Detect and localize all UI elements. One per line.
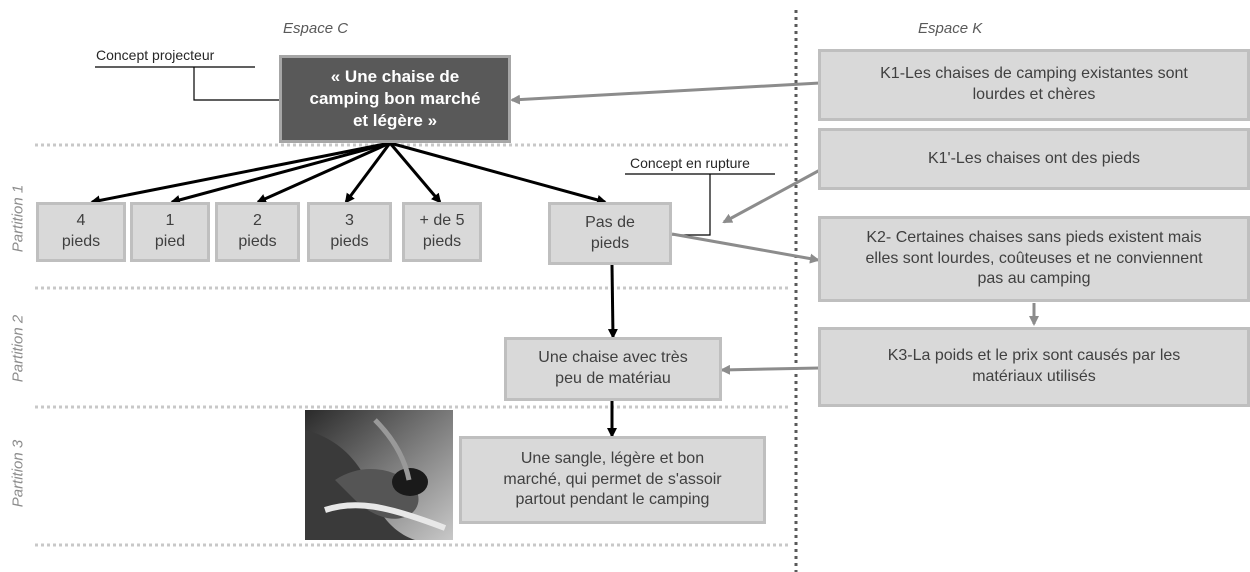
k1prime-box: K1'-Les chaises ont des pieds <box>818 128 1250 190</box>
callout-rupture: Concept en rupture <box>630 155 750 171</box>
partition-2-label: Partition 2 <box>9 314 27 383</box>
partition3-box: Une sangle, légère et bon marché, qui pe… <box>459 436 766 524</box>
space-c-title: Espace C <box>283 20 349 37</box>
partition-3-label: Partition 3 <box>9 439 27 508</box>
knowledge-arrow <box>720 364 821 375</box>
knowledge-arrow <box>671 232 820 264</box>
knowledge-arrow <box>722 168 821 224</box>
root-concept: « Une chaise de camping bon marché et lé… <box>279 55 511 143</box>
space-k-title: Espace K <box>918 20 983 37</box>
partition1-box-pas-de-pieds: Pas de pieds <box>548 202 672 265</box>
knowledge-arrow <box>510 81 821 105</box>
k2-box: K2- Certaines chaises sans pieds existen… <box>818 216 1250 302</box>
strap-photo <box>305 410 453 540</box>
tree-arrow <box>256 141 391 204</box>
partition1-box-1-pied: 1 pied <box>130 202 210 262</box>
partition-1-label: Partition 1 <box>9 184 27 253</box>
partition2-box: Une chaise avec très peu de matériau <box>504 337 722 401</box>
tree-arrow <box>389 141 607 205</box>
tree-arrow <box>90 141 391 206</box>
tree-arrow <box>344 142 392 204</box>
callout-rupture-leader <box>672 174 711 236</box>
tree-arrow <box>388 142 442 204</box>
callout-projector-leader <box>193 67 280 101</box>
k1-box: K1-Les chaises de camping existantes son… <box>818 49 1250 121</box>
partition1-box-plus-5-pieds: + de 5 pieds <box>402 202 482 262</box>
partition1-box-4-pieds: 4 pieds <box>36 202 126 262</box>
partition1-box-2-pieds: 2 pieds <box>215 202 300 262</box>
callout-projector: Concept projecteur <box>96 47 215 63</box>
partition1-box-3-pieds: 3 pieds <box>307 202 392 262</box>
tree-arrow <box>170 141 391 205</box>
k3-box: K3-La poids et le prix sont causés par l… <box>818 327 1250 407</box>
tree-arrow <box>607 264 618 339</box>
